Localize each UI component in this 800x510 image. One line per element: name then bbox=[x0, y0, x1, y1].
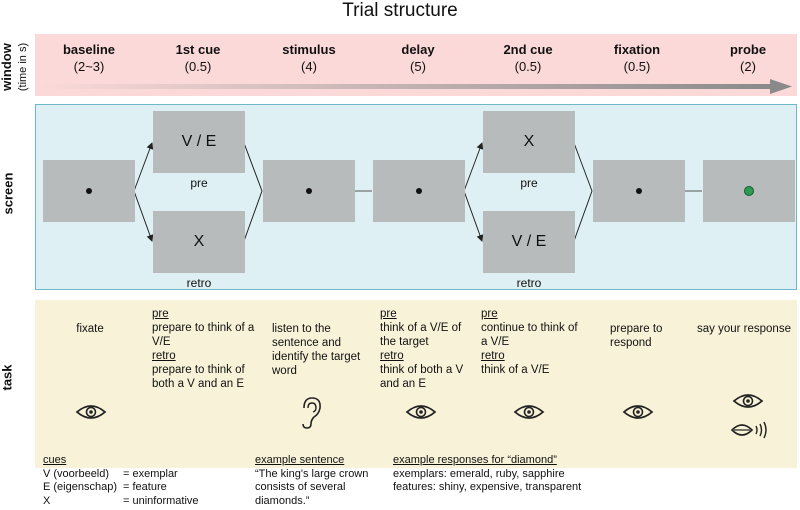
eye-icon bbox=[75, 405, 107, 419]
legend-cue-row: V (voorbeeld) = exemplar bbox=[43, 468, 243, 482]
task-fixation: prepare to respond bbox=[610, 323, 663, 349]
phase-probe: probe (2) bbox=[698, 42, 798, 74]
legend-cue-row: X = uninformative bbox=[43, 495, 243, 509]
legend-cue-value: = exemplar bbox=[123, 467, 178, 480]
task-cue2: pre continue to think of a V/E retro thi… bbox=[481, 307, 585, 377]
task-retro-head: retro bbox=[152, 350, 176, 362]
timeline-arrow bbox=[40, 79, 792, 94]
phase-name: delay bbox=[401, 42, 435, 57]
phase-fixation: fixation (0.5) bbox=[587, 42, 687, 74]
screen-baseline bbox=[43, 160, 135, 222]
phase-duration: (0.5) bbox=[514, 59, 542, 74]
legend-responses-exemplars: exemplars: emerald, ruby, sapphire bbox=[393, 467, 565, 480]
phase-duration: (5) bbox=[410, 59, 426, 74]
probe-green-dot bbox=[744, 186, 754, 196]
task-pre-body: continue to think of a V/E bbox=[481, 322, 578, 348]
phase-1st-cue: 1st cue (0.5) bbox=[148, 42, 248, 74]
phase-duration: (4) bbox=[301, 59, 317, 74]
legend-cue-row: E (eigenschap) = feature bbox=[43, 481, 243, 495]
phase-name: 1st cue bbox=[175, 42, 221, 57]
task-retro-body: think of a V/E bbox=[481, 364, 550, 376]
fixation-dot bbox=[86, 188, 92, 194]
cue1-retro-label: retro bbox=[186, 276, 212, 290]
screen-probe bbox=[703, 160, 795, 222]
legend-sentence: example sentence “The king's large crown… bbox=[255, 454, 375, 508]
task-pre-head: pre bbox=[152, 308, 169, 320]
phase-duration: (2) bbox=[740, 59, 756, 74]
figure-title: Trial structure bbox=[342, 0, 458, 21]
screen-cue1-retro: X bbox=[153, 211, 245, 273]
cue2-pre-label: pre bbox=[520, 176, 538, 190]
task-pre-body: prepare to think of a V/E bbox=[152, 322, 255, 348]
cue-text: V / E bbox=[181, 133, 217, 150]
cue2-retro-label: retro bbox=[516, 276, 542, 290]
task-retro-head: retro bbox=[380, 350, 404, 362]
phase-name: fixation bbox=[613, 42, 661, 57]
task-retro-head: retro bbox=[481, 350, 505, 362]
task-retro-body: think of both a V and an E bbox=[380, 364, 464, 390]
task-retro-body: prepare to think of both a V and an E bbox=[152, 364, 245, 390]
eye-icon bbox=[405, 405, 437, 419]
legend-responses: example responses for “diamond” exemplar… bbox=[393, 454, 653, 495]
fixation-dot bbox=[416, 188, 422, 194]
legend-cues: cues V (voorbeeld) = exemplar E (eigensch… bbox=[43, 454, 243, 508]
row-label-task: task bbox=[0, 364, 15, 391]
legend-sentence-text: “The king's large crown consists of seve… bbox=[255, 467, 369, 507]
cue-text: V / E bbox=[511, 233, 547, 250]
screen-connectors bbox=[133, 142, 702, 242]
task-band bbox=[35, 300, 797, 468]
phase-baseline: baseline (2~3) bbox=[39, 42, 139, 74]
task-pre-head: pre bbox=[481, 308, 498, 320]
legend-sentence-head: example sentence bbox=[255, 454, 345, 466]
phase-name: probe bbox=[729, 42, 767, 57]
legend-cues-head: cues bbox=[43, 454, 67, 466]
legend-responses-features: features: shiny, expensive, transparent bbox=[393, 481, 582, 493]
legend-cue-value: = feature bbox=[123, 481, 167, 493]
screen-stimulus bbox=[263, 160, 355, 222]
legend-cue-key: V (voorbeeld) bbox=[43, 467, 110, 480]
task-pre-head: pre bbox=[380, 308, 397, 320]
phase-name: baseline bbox=[62, 42, 116, 57]
cue1-pre-label: pre bbox=[190, 176, 208, 190]
fixation-dot bbox=[636, 188, 642, 194]
phase-2nd-cue: 2nd cue (0.5) bbox=[478, 42, 578, 74]
task-probe: say your response bbox=[697, 323, 791, 335]
legend-cue-key: X bbox=[43, 494, 51, 507]
eye-icon bbox=[513, 405, 545, 419]
ear-icon bbox=[302, 397, 321, 429]
screen-cue1-pre: V / E bbox=[153, 111, 245, 173]
phase-name: stimulus bbox=[282, 42, 336, 57]
cue-text: X bbox=[523, 133, 535, 150]
phase-duration: (0.5) bbox=[184, 59, 212, 74]
mouth-speaking-icon bbox=[730, 421, 767, 439]
fixation-dot bbox=[306, 188, 312, 194]
task-delay: pre think of a V/E of the target retro t… bbox=[380, 307, 476, 391]
phase-duration: (0.5) bbox=[623, 59, 651, 74]
screen-fixation bbox=[593, 160, 685, 222]
eye-icon bbox=[732, 394, 764, 408]
screen-delay bbox=[373, 160, 465, 222]
phase-stimulus: stimulus (4) bbox=[259, 42, 359, 74]
phase-duration: (2~3) bbox=[73, 59, 105, 74]
screen-cue2-pre: X bbox=[483, 111, 575, 173]
eye-icon bbox=[622, 405, 654, 419]
task-cue1: pre prepare to think of a V/E retro prep… bbox=[152, 307, 264, 391]
cue-text: X bbox=[193, 233, 205, 250]
task-pre-body: think of a V/E of the target bbox=[380, 322, 462, 348]
task-baseline: fixate bbox=[76, 323, 104, 335]
screen-cue2-retro: V / E bbox=[483, 211, 575, 273]
phase-delay: delay (5) bbox=[368, 42, 468, 74]
task-stimulus: listen to the sentence and identify the … bbox=[272, 323, 361, 377]
legend-cue-key: E (eigenschap) bbox=[43, 481, 117, 493]
legend-cue-value: = uninformative bbox=[123, 494, 199, 507]
legend-responses-head: example responses for “diamond” bbox=[393, 454, 557, 466]
phase-name: 2nd cue bbox=[503, 42, 553, 57]
